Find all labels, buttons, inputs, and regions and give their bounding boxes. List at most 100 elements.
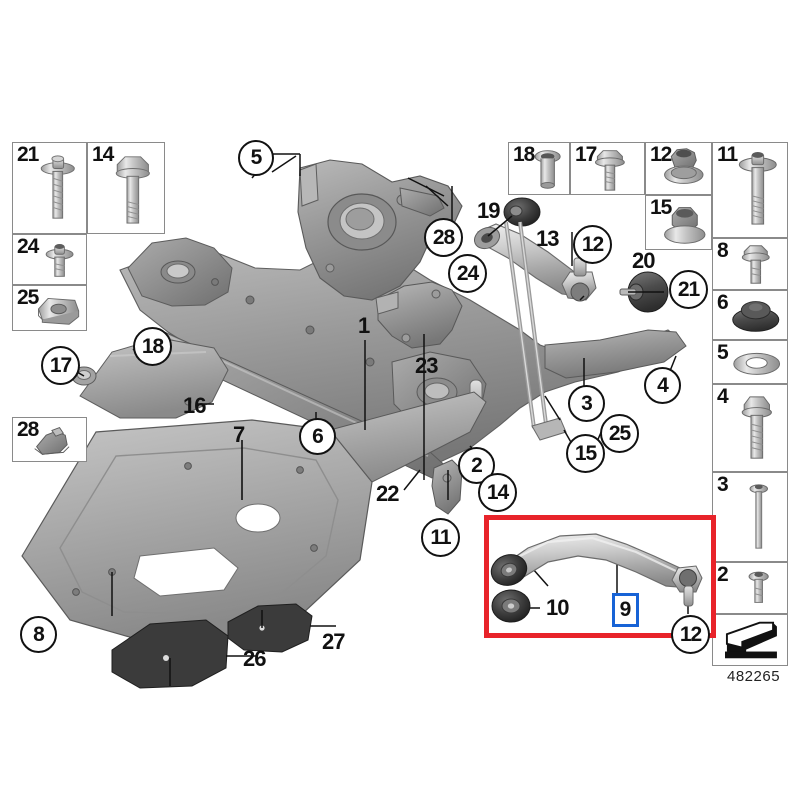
callout-8[interactable]: 8 [20,616,57,653]
callout-16[interactable]: 16 [183,393,207,418]
part-box-24-number: 24 [17,235,39,258]
part-box-2[interactable]: 2 [712,562,788,614]
callout-28[interactable]: 28 [424,218,463,257]
callout-1[interactable]: 1 [358,313,370,338]
underbody-panel-art [21,391,487,641]
reinforcement-bracket-art [375,281,463,349]
washer-ring-icon [733,352,781,375]
part-box-21[interactable]: 21 [12,142,87,234]
callout-5-label: 5 [250,146,263,169]
castle-nut-icon [664,148,704,184]
callout-21[interactable]: 21 [669,270,708,309]
callout-28-label: 28 [432,225,455,249]
part-box-18-number: 18 [513,143,535,166]
callout-7[interactable]: 7 [233,422,245,447]
part-box-6[interactable]: 6 [712,290,788,340]
part-box-14-number: 14 [92,143,114,166]
leader-lines [69,153,689,686]
callout-25[interactable]: 25 [600,414,639,453]
callout-23[interactable]: 23 [415,353,439,378]
hex-flange-screw-icon [594,150,625,191]
part-box-12-number: 12 [650,143,672,166]
short-torx-bolt-icon [748,571,769,603]
part-box-8-number: 8 [717,239,729,262]
callout-25-label: 25 [608,421,631,445]
callout-27[interactable]: 27 [322,629,346,654]
part-box-2-number: 2 [717,563,729,586]
swivel-bearing-art [297,159,463,301]
callout-21-label: 21 [677,277,700,301]
part-box-25[interactable]: 25 [12,285,87,331]
part-box-15-number: 15 [650,196,672,219]
flange-nut-icon [664,207,706,244]
part-box-5[interactable]: 5 [712,340,788,384]
callout-26[interactable]: 26 [243,646,267,671]
part-box-4[interactable]: 4 [712,384,788,472]
hex-flange-bolt-icon [741,396,772,459]
part-box-15[interactable]: 15 [645,195,712,250]
callout-12-lower-label: 12 [679,622,702,646]
part-box-17-number: 17 [575,143,597,166]
part-box-28[interactable]: 28 [12,417,87,462]
long-collar-bolt-icon [738,152,777,225]
part-box-17[interactable]: 17 [570,142,645,195]
selected-part-9-label: 9 [619,598,632,621]
part-box-3[interactable]: 3 [712,472,788,562]
heat-shield-art [71,337,229,419]
callout-3[interactable]: 3 [568,385,605,422]
callout-13[interactable]: 13 [536,226,560,251]
collar-screw-icon [40,155,75,219]
cage-nut-icon [37,297,80,325]
callout-4-label: 4 [657,373,669,397]
callout-15[interactable]: 15 [566,434,605,473]
part-box-direction-arrow[interactable] [712,614,788,666]
callout-5[interactable]: 5 [238,140,274,176]
part-box-11[interactable]: 11 [712,142,788,238]
callout-18[interactable]: 18 [133,327,172,366]
part-box-6-number: 6 [717,291,729,314]
cover-26-art [111,619,229,689]
callout-2-label: 2 [471,453,483,477]
callout-11[interactable]: 11 [421,518,460,557]
part-box-11-number: 11 [717,143,738,166]
callout-10[interactable]: 10 [546,595,570,620]
long-bolts-art [504,221,567,441]
highlighted-control-arm-art [490,533,703,623]
part-box-21-number: 21 [17,143,39,166]
callout-6[interactable]: 6 [299,418,336,455]
bracket-22-art [431,459,463,515]
long-thin-bolt-icon [749,484,769,549]
callout-20[interactable]: 20 [632,248,656,273]
part-box-3-number: 3 [717,473,729,496]
clip-bracket-icon [34,426,70,455]
callout-24-label: 24 [456,261,479,285]
callout-22[interactable]: 22 [376,481,400,506]
sleeve-nut-icon [534,150,561,189]
part-box-14[interactable]: 14 [87,142,165,234]
part-box-24[interactable]: 24 [12,234,87,285]
part-box-12[interactable]: 12 [645,142,712,195]
callout-17[interactable]: 17 [41,346,80,385]
part-box-18[interactable]: 18 [508,142,570,195]
callout-12-label: 12 [581,232,604,256]
callout-12-lower[interactable]: 12 [671,615,710,654]
callout-19[interactable]: 19 [477,198,501,223]
callout-24[interactable]: 24 [448,254,487,293]
callout-17-label: 17 [49,353,72,377]
hex-flange-bolt-icon [115,156,150,224]
callout-14[interactable]: 14 [478,473,517,512]
rubber-mount-icon [732,301,780,332]
part-box-28-number: 28 [17,418,39,441]
selected-part-9-badge[interactable]: 9 [612,593,639,627]
direction-arrow-icon [725,621,777,659]
selection-highlight-box [484,515,716,638]
callout-14-label: 14 [486,480,509,504]
callout-12[interactable]: 12 [573,225,612,264]
cover-27-art [227,603,313,653]
upper-wishbone-art [473,197,597,302]
callout-3-label: 3 [581,391,593,415]
part-box-8[interactable]: 8 [712,238,788,290]
callout-4[interactable]: 4 [644,367,681,404]
